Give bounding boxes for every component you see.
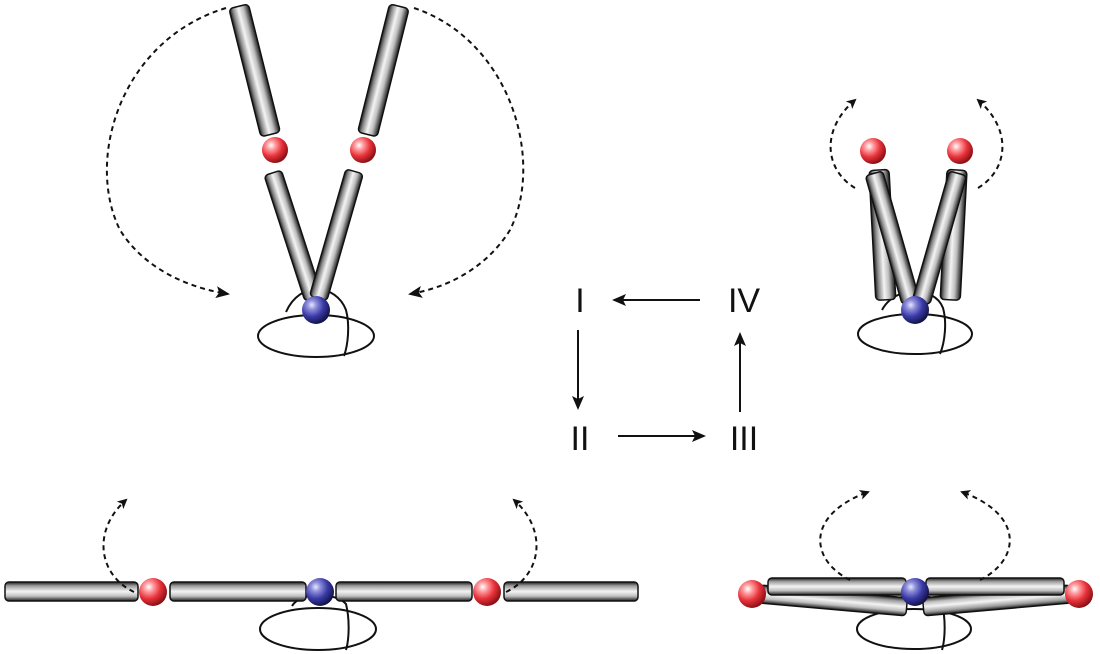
state-iii-right-hinge	[1065, 580, 1093, 608]
state-iv-left-hinge	[860, 138, 886, 164]
state-i-center-pivot	[302, 296, 330, 324]
state-iv-left-dashed-arrow	[829, 98, 857, 189]
state-ii-rod-3	[335, 581, 473, 602]
state-ii-left-hinge	[139, 578, 167, 606]
state-ii-rod-4	[503, 581, 639, 602]
state-iv-right-dashed-arrow	[976, 98, 1004, 189]
state-ii-rod-1	[4, 581, 139, 602]
state-iii-base-ring	[856, 608, 972, 650]
state-i-left-dashed-arrow	[106, 7, 230, 299]
state-iv-center-pivot	[901, 296, 929, 324]
state-iii-upper-left-rod	[767, 577, 907, 596]
state-i-upper-left-rod	[229, 4, 281, 137]
state-ii-left-dashed-arrow	[102, 498, 135, 593]
state-i-right-dashed-arrow	[408, 7, 525, 298]
state-iv-ring-arc	[881, 290, 947, 355]
state-iii-mechanism	[738, 490, 1093, 651]
state-iii-left-dashed-arrow	[819, 490, 870, 581]
label-state-iii: III	[730, 420, 758, 458]
state-ii-right-hinge	[473, 578, 501, 606]
state-iv-mechanism	[829, 98, 1004, 355]
state-iv-right-hinge	[947, 138, 973, 164]
state-i-left-hinge	[262, 137, 288, 163]
label-state-iv: IV	[728, 282, 760, 320]
state-ii-right-dashed-arrow	[505, 498, 538, 593]
state-i-mechanism	[106, 4, 525, 358]
state-i-right-hinge	[350, 137, 376, 163]
state-i-lower-right-rod	[309, 169, 364, 301]
state-ii-mechanism	[4, 498, 639, 651]
state-iii-upper-right-rod	[925, 577, 1065, 596]
label-state-i: I	[575, 282, 584, 320]
state-iii-right-dashed-arrow	[960, 490, 1011, 581]
label-state-ii: II	[571, 420, 590, 458]
state-ii-center-pivot	[306, 578, 334, 606]
state-ii-rod-2	[169, 581, 307, 602]
state-iii-left-hinge	[738, 580, 766, 608]
cycle-legend: I IV II III	[571, 282, 761, 458]
state-i-ring-arc	[285, 288, 350, 357]
state-iii-center-pivot	[901, 578, 929, 606]
state-i-upper-right-rod	[357, 4, 409, 137]
state-ii-base-ring	[259, 607, 377, 651]
